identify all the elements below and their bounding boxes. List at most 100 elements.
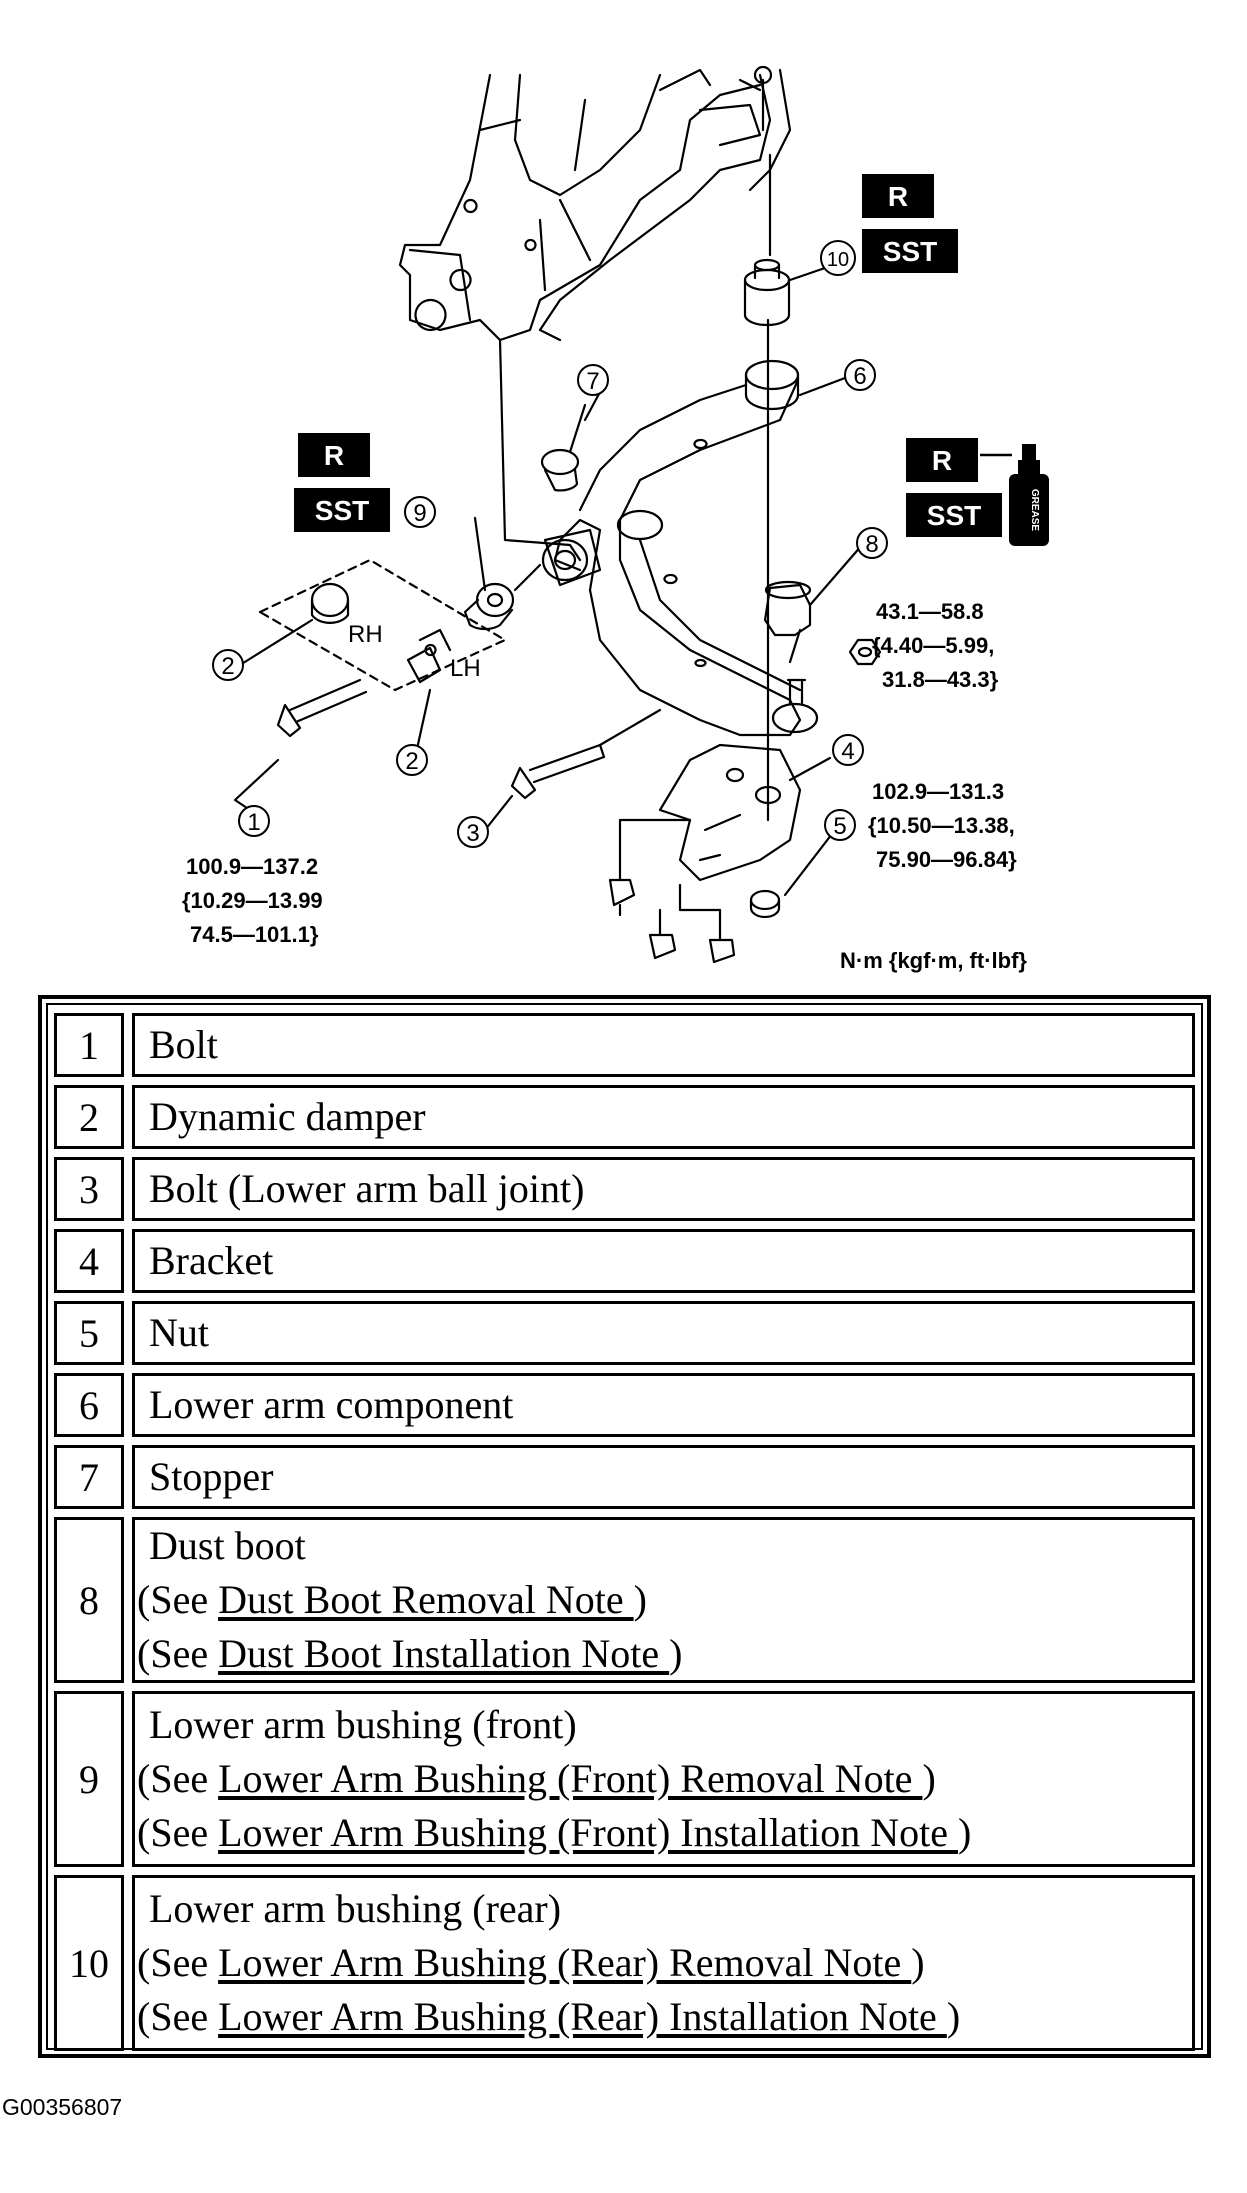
callout-10: 10 — [820, 240, 856, 276]
svg-text:1: 1 — [247, 809, 260, 836]
dust-boot-removal-note-link[interactable]: Dust Boot Removal Note — [218, 1577, 634, 1622]
stopper-7 — [540, 403, 587, 492]
part-number: 6 — [54, 1373, 124, 1437]
svg-text:102.9—131.3: 102.9—131.3 — [872, 779, 1004, 804]
svg-text:{10.50—13.38,: {10.50—13.38, — [868, 813, 1015, 838]
table-row: 7 Stopper — [54, 1445, 1195, 1509]
svg-text:8: 8 — [865, 531, 878, 558]
dynamic-damper-2 — [258, 558, 507, 692]
part-description: Nut — [132, 1301, 1195, 1365]
bracket-4 — [658, 743, 802, 882]
table-row: 4 Bracket — [54, 1229, 1195, 1293]
exploded-diagram: R SST R SST R SST GREASE RH LH 1 2 2 3 4… — [0, 0, 1247, 990]
callout-2-lh: 2 — [396, 744, 428, 776]
part-number: 10 — [54, 1875, 124, 2051]
part-description: Lower arm bushing (front) (See Lower Arm… — [132, 1691, 1195, 1867]
part-description: Stopper — [132, 1445, 1195, 1509]
front-bushing-9 — [463, 563, 542, 631]
table-row: 8 Dust boot (See Dust Boot Removal Note … — [54, 1517, 1195, 1683]
callouts: 1 2 2 3 4 5 6 7 8 9 10 — [212, 240, 888, 848]
part-description: Bolt — [132, 1013, 1195, 1077]
table-row: 3 Bolt (Lower arm ball joint) — [54, 1157, 1195, 1221]
parts-table: 1 Bolt 2 Dynamic damper 3 Bolt (Lower ar… — [38, 995, 1211, 2058]
torque-units: N·m {kgf·m, ft·lbf} — [840, 948, 1027, 973]
part-number: 5 — [54, 1301, 124, 1365]
diagram-svg: R SST R SST R SST GREASE RH LH 1 2 2 3 4… — [182, 65, 1049, 973]
badge-group-front-bushing: R SST — [294, 433, 390, 532]
bracket-bolts — [608, 818, 781, 964]
part-number: 4 — [54, 1229, 124, 1293]
grease-label: GREASE — [1029, 489, 1040, 532]
torque-ball-joint-nut: 43.1—58.8 {4.40—5.99, 31.8—43.3} — [872, 599, 999, 692]
rear-bushing-removal-note-link[interactable]: Lower Arm Bushing (Rear) Removal Note — [218, 1940, 912, 1985]
svg-text:{4.40—5.99,: {4.40—5.99, — [872, 633, 994, 658]
rear-bushing-10 — [743, 258, 791, 327]
table-row: 9 Lower arm bushing (front) (See Lower A… — [54, 1691, 1195, 1867]
dust-boot-8 — [763, 580, 812, 664]
badge-group-rear-bushing: R SST — [862, 174, 958, 273]
see-note-line: (See Lower Arm Bushing (Front) Removal N… — [137, 1756, 936, 1801]
callout-1: 1 — [238, 805, 270, 837]
sst-badge: SST — [315, 495, 369, 526]
svg-text:7: 7 — [586, 368, 599, 395]
torque-bolt-1: 100.9—137.2 {10.29—13.99 74.5—101.1} — [182, 854, 323, 947]
r-badge: R — [932, 445, 952, 476]
svg-text:3: 3 — [466, 820, 479, 847]
rear-bushing-installation-note-link[interactable]: Lower Arm Bushing (Rear) Installation No… — [218, 1994, 947, 2039]
svg-text:100.9—137.2: 100.9—137.2 — [186, 854, 318, 879]
part-number: 9 — [54, 1691, 124, 1867]
part-number: 1 — [54, 1013, 124, 1077]
svg-text:10: 10 — [827, 249, 849, 271]
bolt-3 — [483, 708, 662, 832]
dust-boot-installation-note-link[interactable]: Dust Boot Installation Note — [218, 1631, 670, 1676]
figure-id: G00356807 — [2, 2094, 123, 2120]
rh-label: RH — [348, 621, 383, 648]
svg-text:9: 9 — [413, 500, 426, 527]
part-description: Dust boot (See Dust Boot Removal Note ) … — [132, 1517, 1195, 1683]
lower-arm-6 — [541, 359, 802, 737]
svg-text:6: 6 — [853, 363, 866, 390]
part-number: 8 — [54, 1517, 124, 1683]
svg-text:74.5—101.1}: 74.5—101.1} — [190, 922, 319, 947]
lh-label: LH — [450, 655, 481, 682]
sst-badge: SST — [883, 236, 937, 267]
see-note-line: (See Lower Arm Bushing (Rear) Removal No… — [137, 1940, 925, 1985]
rear-bushing-axis — [753, 65, 773, 822]
callout-5: 5 — [824, 809, 856, 841]
svg-text:{10.29—13.99: {10.29—13.99 — [182, 888, 323, 913]
svg-text:43.1—58.8: 43.1—58.8 — [876, 599, 984, 624]
table-row: 5 Nut — [54, 1301, 1195, 1365]
part-description: Lower arm bushing (rear) (See Lower Arm … — [132, 1875, 1195, 2051]
table-row: 2 Dynamic damper — [54, 1085, 1195, 1149]
sst-badge: SST — [927, 500, 981, 531]
see-note-line: (See Lower Arm Bushing (Front) Installat… — [137, 1810, 972, 1855]
see-note-line: (See Lower Arm Bushing (Rear) Installati… — [137, 1994, 961, 2039]
part-description: Lower arm component — [132, 1373, 1195, 1437]
svg-text:2: 2 — [405, 748, 418, 775]
front-bushing-removal-note-link[interactable]: Lower Arm Bushing (Front) Removal Note — [218, 1756, 923, 1801]
callout-2-rh: 2 — [212, 649, 244, 681]
callout-3: 3 — [457, 816, 489, 848]
badge-group-dust-boot: R SST GREASE — [906, 438, 1049, 546]
see-note-line: (See Dust Boot Removal Note ) — [137, 1577, 647, 1622]
front-bushing-installation-note-link[interactable]: Lower Arm Bushing (Front) Installation N… — [218, 1810, 958, 1855]
table-row: 10 Lower arm bushing (rear) (See Lower A… — [54, 1875, 1195, 2051]
ball-joint-nut — [848, 638, 882, 666]
torque-bracket: 102.9—131.3 {10.50—13.38, 75.90—96.84} — [868, 779, 1017, 872]
svg-text:75.90—96.84}: 75.90—96.84} — [876, 847, 1017, 872]
svg-text:4: 4 — [841, 738, 854, 765]
table-row: 1 Bolt — [54, 1013, 1195, 1077]
bolt-1 — [233, 678, 368, 812]
svg-text:5: 5 — [833, 813, 846, 840]
grease-can-icon: GREASE — [980, 444, 1049, 546]
ball-joint — [771, 678, 819, 734]
see-note-line: (See Dust Boot Installation Note ) — [137, 1631, 683, 1676]
part-description: Bolt (Lower arm ball joint) — [132, 1157, 1195, 1221]
r-badge: R — [888, 181, 908, 212]
svg-text:2: 2 — [221, 653, 234, 680]
callout-4: 4 — [832, 734, 864, 766]
svg-text:31.8—43.3}: 31.8—43.3} — [882, 667, 999, 692]
r-badge: R — [324, 440, 344, 471]
callout-7: 7 — [577, 364, 609, 396]
subframe-drawing — [398, 68, 792, 562]
